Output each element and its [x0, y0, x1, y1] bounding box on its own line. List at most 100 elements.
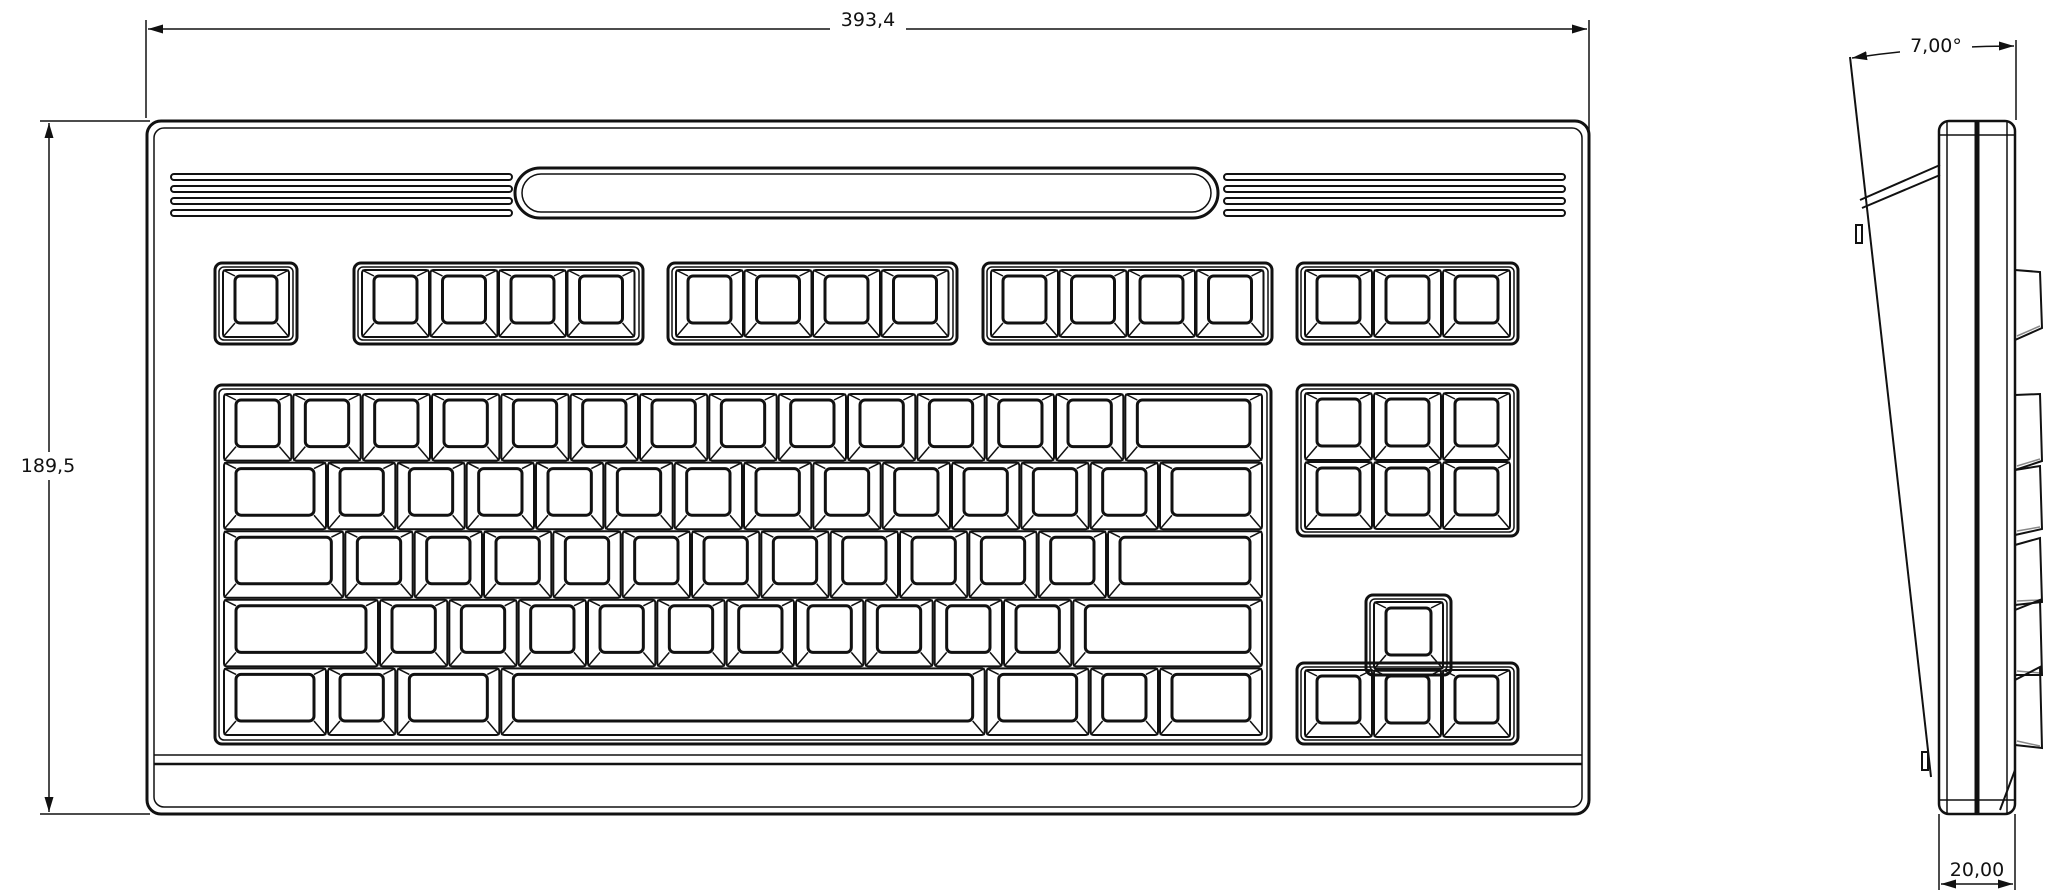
vent-slots-left: [170, 173, 513, 217]
keycap-bevel: [1020, 461, 1034, 470]
keycap-bevel: [972, 667, 986, 676]
keycap-bevel: [677, 583, 691, 599]
keycap-top: [841, 535, 888, 586]
keycap-bevel: [361, 269, 375, 277]
keycap-top: [234, 535, 333, 586]
keycap-bevel: [746, 530, 760, 538]
keycap-bevel: [833, 446, 847, 462]
keycap-bevel: [1304, 392, 1318, 400]
keycap-bevel: [885, 530, 899, 538]
keycap-top: [407, 467, 455, 517]
keycap-outline: [498, 269, 567, 338]
keycap: [1055, 393, 1125, 462]
keycap-bevel: [743, 514, 757, 530]
keycap: [725, 598, 796, 668]
keycap-outline: [880, 269, 950, 338]
keycap-bevel: [344, 583, 358, 599]
vent-slot: [1223, 197, 1566, 205]
keycap-bevel: [348, 446, 362, 462]
keycap-bevel: [396, 461, 410, 470]
keycap-outline: [675, 269, 744, 338]
keycap-outline: [361, 269, 430, 338]
keycap-bevel: [882, 514, 896, 530]
keycap-top: [234, 672, 316, 723]
keycap-bevel: [1145, 514, 1159, 530]
keycap-bevel: [1145, 461, 1159, 470]
keycap-outline: [760, 530, 830, 599]
keycap-bevel: [1024, 530, 1038, 538]
keycap: [500, 667, 986, 737]
keycap: [500, 393, 570, 462]
keycap-bevel: [867, 322, 881, 338]
keycap-outline: [1442, 269, 1511, 338]
keycap-outline: [812, 461, 882, 531]
keycap-top: [563, 535, 611, 586]
keycap-bevel: [327, 667, 341, 676]
keycap: [1127, 269, 1196, 338]
keycap-bevel: [986, 393, 1000, 401]
keycap-bevel: [330, 583, 344, 599]
keycap-bevel: [1038, 583, 1052, 599]
keycap-bevel: [639, 446, 653, 462]
keycap-outline: [431, 393, 501, 462]
keycap-bevel: [608, 583, 622, 599]
vent-slot: [170, 197, 513, 205]
keycap-bevel: [1497, 445, 1511, 461]
keycap-bevel: [379, 599, 393, 607]
key-group-frame: [213, 383, 1273, 746]
keycap: [327, 461, 397, 531]
keycap-bevel: [1038, 530, 1052, 538]
keycap-outline: [1127, 269, 1196, 338]
keycap-bevel: [798, 461, 812, 470]
keycap-top: [1207, 274, 1253, 325]
side-keycap: [2014, 598, 2044, 676]
keycap-top: [529, 604, 576, 654]
keycap-bevel: [1249, 583, 1263, 599]
keycap-top: [1453, 397, 1500, 448]
keycap-bevel: [882, 461, 896, 470]
keycap-bevel: [452, 461, 466, 470]
key-group-frame-inner: [986, 266, 1269, 341]
keycap-bevel: [396, 514, 410, 530]
key-group-frame-inner: [1300, 388, 1515, 533]
width-dimension: 393,4: [145, 8, 1590, 200]
keycap-bevel: [954, 530, 968, 538]
keycap-top: [425, 535, 472, 586]
keycap: [1159, 667, 1263, 737]
keycap-top: [1384, 606, 1433, 657]
keycap-bevel: [675, 269, 689, 277]
keycap-outline: [1373, 269, 1442, 338]
keycap-outline: [396, 667, 501, 737]
keycap-bevel: [691, 583, 705, 599]
keycap-top: [1083, 604, 1252, 654]
keycap-bevel: [1428, 461, 1442, 469]
keycap-bevel: [535, 514, 549, 530]
keycap-bevel: [730, 322, 744, 338]
keycap-bevel: [1249, 446, 1263, 462]
keycap-top: [633, 535, 680, 586]
keycap-top: [509, 274, 556, 325]
keycap: [847, 393, 917, 462]
keycap-bevel: [1359, 669, 1373, 677]
keycap-top: [511, 672, 975, 723]
keycap: [327, 667, 397, 737]
keycap: [985, 393, 1056, 462]
keycap-outline: [223, 461, 327, 531]
keycap: [1373, 392, 1442, 461]
keycap-bevel: [1055, 446, 1069, 462]
keycap: [795, 598, 865, 668]
keycap-top: [233, 274, 279, 325]
keycap-outline: [483, 530, 553, 599]
keycap-top: [1384, 274, 1431, 325]
keycap-bevel: [934, 651, 948, 667]
keycap-bevel: [538, 583, 552, 599]
keycap-bevel: [365, 651, 379, 667]
keycap-bevel: [1442, 322, 1456, 338]
keycap: [1442, 461, 1511, 530]
keycap-outline: [985, 667, 1090, 737]
keycap-bevel: [382, 720, 396, 736]
keycap-bevel: [223, 583, 237, 599]
keycap: [344, 530, 414, 599]
keycap: [1089, 667, 1159, 737]
keycap-bevel: [899, 530, 913, 538]
